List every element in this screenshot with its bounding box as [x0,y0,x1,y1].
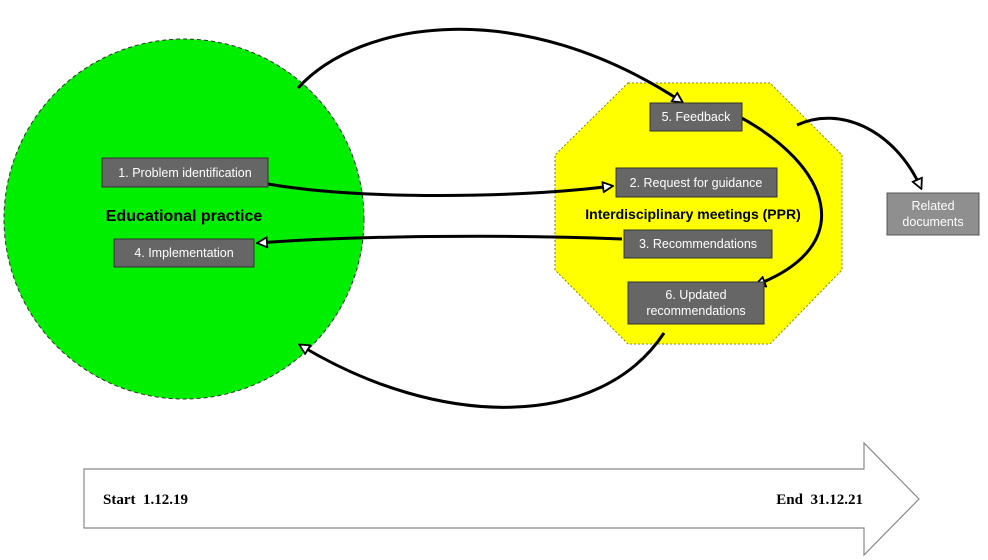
interdisciplinary-meetings-label: Interdisciplinary meetings (PPR) [585,206,801,222]
step-box-recommendations: 3. Recommendations [623,229,773,259]
educational-practice-circle [3,38,365,400]
related-documents-box: Related documents [886,192,980,236]
educational-practice-label: Educational practice [106,208,263,225]
timeline-end-label: End 31.12.21 [776,492,863,508]
timeline-arrow [83,441,920,557]
step-box-implementation: 4. Implementation [113,238,255,268]
related-documents-line2: documents [902,215,963,229]
timeline-start-label: Start 1.12.19 [103,492,188,508]
step-box-problem-identification: 1. Problem identification [101,157,269,188]
related-documents-line1: Related [911,199,954,213]
arrow-recommendations-to-implementation [258,234,623,243]
arrow-feedback-to-updated [737,114,824,285]
step-label-feedback: 5. Feedback [662,110,732,124]
step-box-request-for-guidance: 2. Request for guidance [615,167,778,198]
arrow-practice-to-feedback [296,27,682,102]
step-box-feedback: 5. Feedback [649,102,743,132]
arrow-problem-to-request [267,184,612,197]
arrow-updated-to-practice [300,332,666,409]
step-label-recommendations: 3. Recommendations [639,237,757,251]
step-box-updated-recommendations: 6. Updated recommendations [627,281,765,325]
step-label-updated-line2: recommendations [646,304,745,318]
step-label-implementation: 4. Implementation [134,246,233,260]
arrow-octagon-to-related-documents [796,116,921,188]
step-label-problem-identification: 1. Problem identification [118,166,251,180]
step-label-updated-line1: 6. Updated [665,288,726,302]
step-label-request-for-guidance: 2. Request for guidance [630,176,763,190]
